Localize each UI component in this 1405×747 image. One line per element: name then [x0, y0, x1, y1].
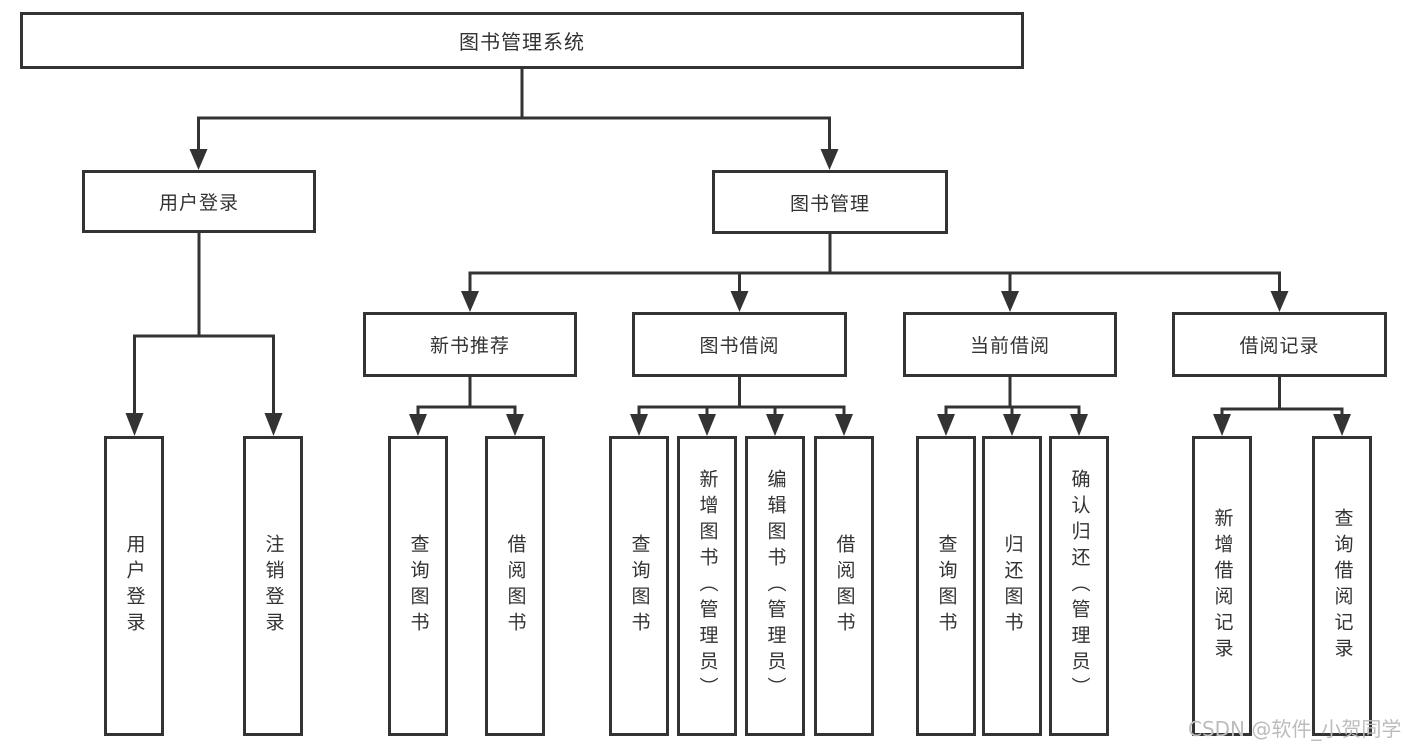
- arrow-down-icon: [1333, 414, 1351, 436]
- leaf-label: 注销登录: [262, 534, 285, 638]
- node-library-management-system: 图书管理系统: [20, 12, 1024, 69]
- arrow-down-icon: [937, 414, 955, 436]
- node-label: 借阅记录: [1239, 335, 1320, 357]
- leaf-label: 查询图书: [407, 534, 430, 638]
- leaf-current-return-books: 归还图书: [982, 436, 1042, 736]
- leaf-borrowing-add-books-admin: 新增图书（管理员）: [677, 436, 737, 736]
- leaf-label: 归还图书: [1001, 534, 1024, 638]
- leaf-borrowing-borrow-books: 借阅图书: [814, 436, 874, 736]
- leaf-newbook-query-books: 查询图书: [388, 436, 448, 736]
- node-label: 新书推荐: [429, 335, 510, 357]
- arrow-down-icon: [1213, 414, 1231, 436]
- arrow-down-icon: [1070, 414, 1088, 436]
- node-label: 图书管理: [789, 192, 870, 215]
- leaf-label: 借阅图书: [833, 534, 856, 638]
- arrow-down-icon: [630, 414, 648, 436]
- leaf-label: 新增借阅记录: [1211, 508, 1234, 664]
- leaf-label: 确认归还（管理员）: [1068, 469, 1091, 703]
- arrow-down-icon: [125, 413, 144, 436]
- arrow-down-icon: [461, 291, 479, 312]
- node-book-management: 图书管理: [712, 170, 948, 234]
- leaf-label: 编辑图书（管理员）: [764, 469, 787, 703]
- leaf-current-confirm-return-admin: 确认归还（管理员）: [1049, 436, 1109, 736]
- node-current-borrowing: 当前借阅: [903, 312, 1117, 377]
- arrow-down-icon: [698, 414, 716, 436]
- node-new-book-recommendation: 新书推荐: [363, 312, 577, 377]
- node-label: 用户登录: [158, 192, 239, 214]
- arrow-down-icon: [820, 149, 839, 170]
- arrow-down-icon: [409, 414, 427, 436]
- leaf-label: 查询图书: [628, 534, 651, 638]
- arrow-down-icon: [1001, 291, 1019, 312]
- node-book-borrowing: 图书借阅: [632, 312, 847, 377]
- leaf-borrowing-edit-books-admin: 编辑图书（管理员）: [745, 436, 805, 736]
- leaf-label: 新增图书（管理员）: [696, 469, 719, 703]
- node-label: 当前借阅: [969, 335, 1050, 357]
- arrow-down-icon: [835, 414, 853, 436]
- leaf-current-query-books: 查询图书: [916, 436, 976, 736]
- leaf-label: 借阅图书: [504, 534, 527, 638]
- arrow-down-icon: [1270, 291, 1289, 312]
- csdn-watermark: CSDN @软件_小贺同学: [1188, 717, 1402, 741]
- node-user-login: 用户登录: [82, 170, 316, 233]
- leaf-label: 查询借阅记录: [1331, 508, 1354, 664]
- node-borrowing-records: 借阅记录: [1172, 312, 1387, 377]
- arrow-down-icon: [506, 414, 524, 436]
- leaf-logout-login: 注销登录: [243, 436, 303, 736]
- leaf-records-query-borrow-record: 查询借阅记录: [1312, 436, 1372, 736]
- leaf-newbook-borrow-books: 借阅图书: [485, 436, 545, 736]
- arrow-down-icon: [766, 414, 784, 436]
- node-label: 图书借阅: [699, 335, 780, 357]
- arrow-down-icon: [264, 413, 283, 436]
- leaf-label: 查询图书: [935, 534, 958, 638]
- leaf-user-login: 用户登录: [104, 436, 164, 736]
- arrow-down-icon: [1003, 414, 1021, 436]
- node-label: 图书管理系统: [459, 30, 585, 54]
- arrow-down-icon: [730, 291, 749, 312]
- leaf-records-add-borrow-record: 新增借阅记录: [1192, 436, 1252, 736]
- leaf-borrowing-query-books: 查询图书: [609, 436, 669, 736]
- arrow-down-icon: [189, 149, 208, 170]
- leaf-label: 用户登录: [123, 534, 146, 638]
